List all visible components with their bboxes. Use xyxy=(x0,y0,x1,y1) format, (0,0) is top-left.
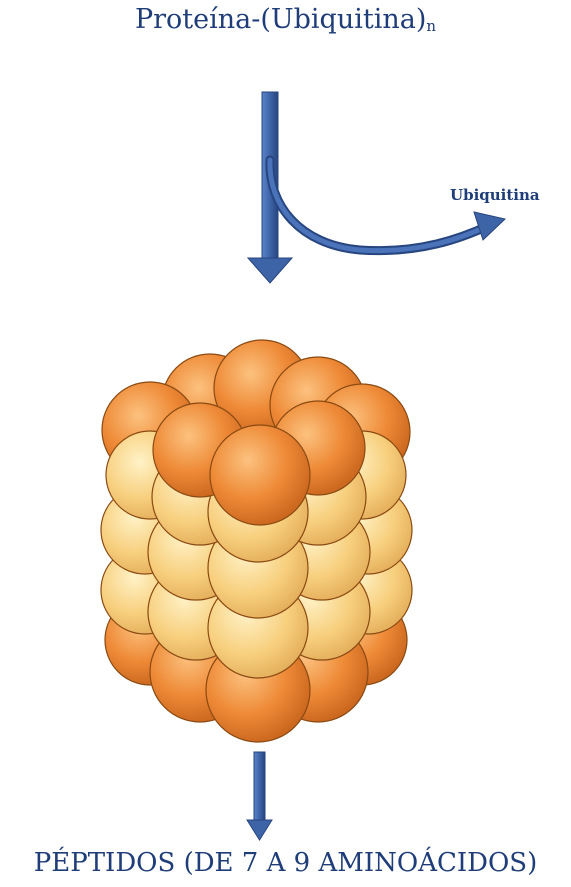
proteasome-icon xyxy=(101,340,412,742)
peptides-label: PÉPTIDOS (DE 7 A 9 AMINOÁCIDOS) xyxy=(0,848,571,878)
peptide-output-arrow xyxy=(247,752,272,840)
ubiquitin-release-arrow xyxy=(270,160,505,251)
